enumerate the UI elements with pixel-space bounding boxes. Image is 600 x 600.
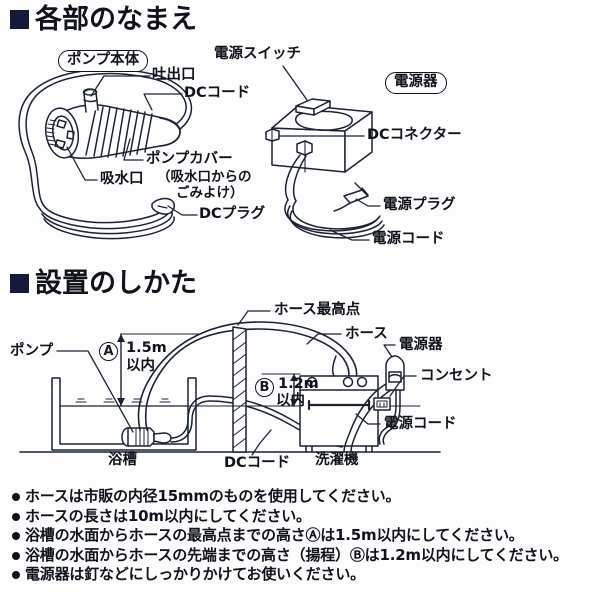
callout-dc-connector: DCコネクター bbox=[367, 127, 462, 143]
callout-power-cord: 電源コード bbox=[372, 231, 445, 247]
dimension-a-limit: 以内 bbox=[126, 358, 155, 374]
note-text: ホースは市販の内径15mmのものを使用してください。 bbox=[25, 487, 401, 505]
bullet-icon bbox=[12, 532, 20, 540]
parts-diagram-artwork bbox=[18, 65, 385, 241]
section-marker-icon bbox=[10, 10, 29, 29]
section-title-setup: 設置のしかた bbox=[35, 268, 197, 299]
note-item: 浴槽の水面からホースの最高点までの高さⒶは1.5m以内にしてください。 bbox=[12, 528, 598, 543]
setup-callout-dc-cord: DCコード bbox=[224, 455, 291, 471]
callout-discharge-port: 吐出口 bbox=[152, 67, 196, 83]
note-text: 電源器は釘などにしっかりかけてお使いください。 bbox=[25, 565, 365, 583]
dimension-marker-a-letter: A bbox=[103, 344, 114, 359]
boxed-label-pump-body: ポンプ本体 bbox=[58, 50, 149, 72]
setup-diagram-artwork bbox=[19, 310, 441, 456]
setup-callout-power-cord: 電源コード bbox=[384, 416, 457, 432]
bullet-icon bbox=[12, 551, 20, 560]
callout-dc-plug: DCプラグ bbox=[199, 206, 266, 222]
setup-callout-washing-machine: 洗濯機 bbox=[315, 452, 359, 468]
setup-callout-power-unit: 電源器 bbox=[399, 337, 443, 353]
dimension-marker-b-letter: B bbox=[259, 380, 270, 395]
note-item: 浴槽の水面からホースの先端までの高さ（揚程）Ⓑは1.2m以内にしてください。 bbox=[12, 545, 598, 564]
bullet-icon bbox=[12, 493, 20, 501]
note-item: 電源器は釘などにしっかりかけてお使いください。 bbox=[12, 567, 598, 582]
section-heading-setup: 設置のしかた bbox=[10, 270, 197, 297]
dimension-marker-a: A bbox=[99, 342, 118, 361]
section-title-parts: 各部のなまえ bbox=[35, 4, 197, 35]
notes-list: ホースは市販の内径15mmのものを使用してください。 ホースの長さは10m以内に… bbox=[12, 489, 598, 587]
callout-pump-cover-note-line1: （吸水口からの bbox=[157, 169, 252, 185]
dimension-marker-b: B bbox=[255, 378, 274, 397]
callout-power-switch: 電源スイッチ bbox=[214, 46, 301, 62]
note-text: ホースの長さは10m以内にしてください。 bbox=[25, 506, 311, 525]
dimension-a-value: 1.5m bbox=[126, 340, 167, 356]
boxed-label-pump-body-text: ポンプ本体 bbox=[67, 52, 140, 68]
callout-pump-cover: ポンプカバー bbox=[146, 151, 233, 167]
callout-water-inlet: 吸水口 bbox=[100, 171, 144, 187]
section-heading-parts: 各部のなまえ bbox=[10, 6, 197, 33]
note-text: 浴槽の水面からホースの最高点までの高さⒶは1.5m以内にしてください。 bbox=[25, 526, 524, 544]
note-text: 浴槽の水面からホースの先端までの高さ（揚程）Ⓑは1.2m以内にしてください。 bbox=[25, 545, 568, 564]
setup-callout-hose: ホース bbox=[345, 326, 388, 342]
setup-callout-pump: ポンプ bbox=[10, 343, 54, 359]
bullet-icon bbox=[12, 512, 20, 521]
dimension-b-value: 1.2m bbox=[278, 376, 319, 392]
setup-callout-hose-highest-point: ホース最高点 bbox=[274, 302, 361, 318]
callout-pump-cover-note-line2: ごみよけ） bbox=[176, 185, 244, 201]
callout-power-plug: 電源プラグ bbox=[383, 197, 456, 213]
setup-callout-outlet: コンセント bbox=[420, 368, 493, 384]
boxed-label-power-unit: 電源器 bbox=[385, 72, 447, 94]
section-marker-icon-2 bbox=[10, 274, 29, 293]
note-item: ホースは市販の内径15mmのものを使用してください。 bbox=[12, 489, 598, 504]
bullet-icon bbox=[12, 571, 20, 579]
note-item: ホースの長さは10m以内にしてください。 bbox=[12, 506, 598, 525]
callout-dc-cord: DCコード bbox=[184, 85, 251, 101]
setup-callout-bathtub: 浴槽 bbox=[108, 452, 137, 468]
boxed-label-power-unit-text: 電源器 bbox=[394, 74, 438, 90]
dimension-b-limit: 以内 bbox=[276, 393, 305, 409]
